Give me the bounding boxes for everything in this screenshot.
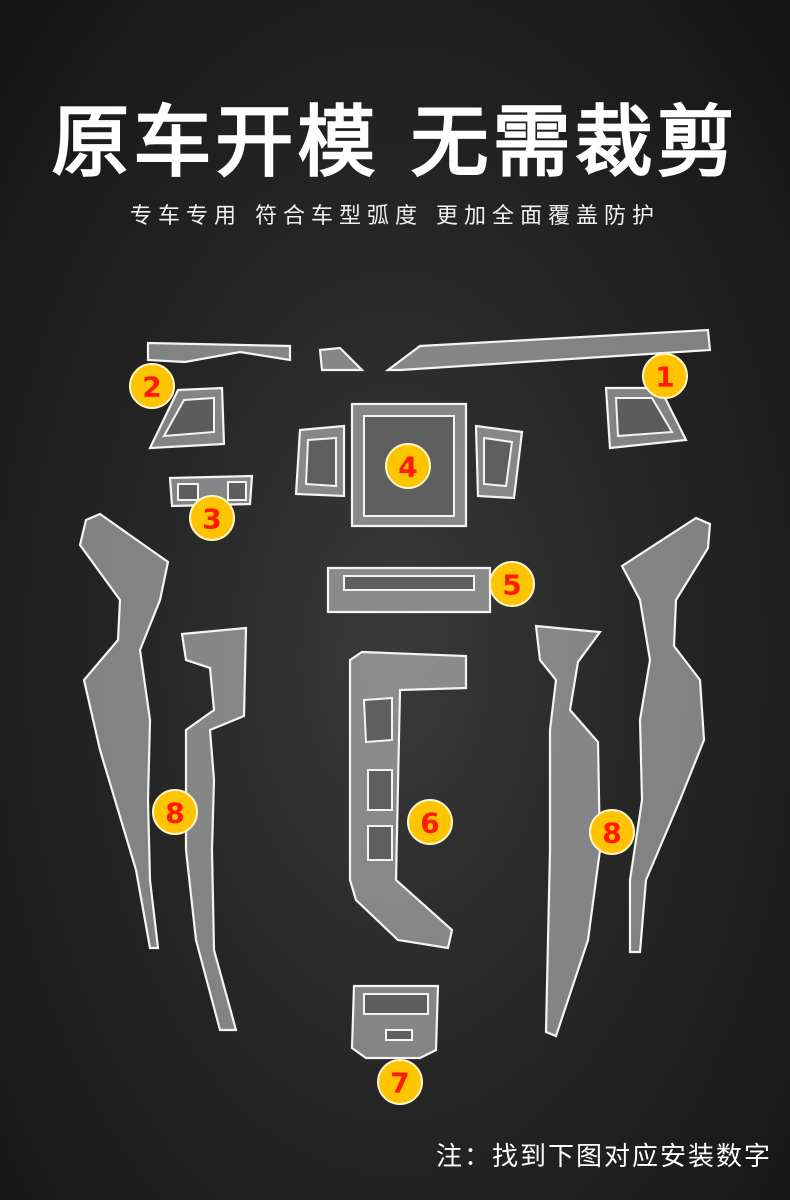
dash-strip-right: [384, 328, 712, 372]
badge-1: 1: [642, 353, 688, 399]
headline: 原车开模 无需裁剪: [51, 98, 739, 188]
svg-text:1: 1: [655, 361, 674, 394]
svg-text:2: 2: [142, 371, 161, 404]
badge-6: 6: [407, 799, 453, 845]
door-trim-right-outer: [620, 516, 712, 954]
svg-text:5: 5: [502, 569, 521, 602]
badge-8-right: 8: [589, 809, 635, 855]
badge-5: 5: [489, 561, 535, 607]
badge-8-left: 8: [152, 789, 198, 835]
dash-strip-center: [318, 346, 365, 372]
door-trim-left-inner: [180, 626, 248, 1032]
svg-text:3: 3: [202, 503, 221, 536]
dash-strip-left: [146, 341, 292, 364]
svg-text:7: 7: [390, 1067, 409, 1100]
door-trim-left-outer: [78, 512, 170, 950]
door-trim-right-inner: [534, 624, 603, 1038]
subheadline: 专车专用 符合车型弧度 更加全面覆盖防护: [130, 204, 660, 229]
installation-note: 注：找到下图对应安装数字: [435, 1142, 772, 1172]
badge-3: 3: [189, 495, 235, 541]
svg-text:6: 6: [420, 807, 439, 840]
svg-text:8: 8: [602, 817, 621, 850]
svg-text:8: 8: [165, 797, 184, 830]
badge-2: 2: [129, 363, 175, 409]
badge-7: 7: [377, 1059, 423, 1105]
svg-text:4: 4: [398, 451, 417, 484]
badge-4: 4: [385, 443, 431, 489]
